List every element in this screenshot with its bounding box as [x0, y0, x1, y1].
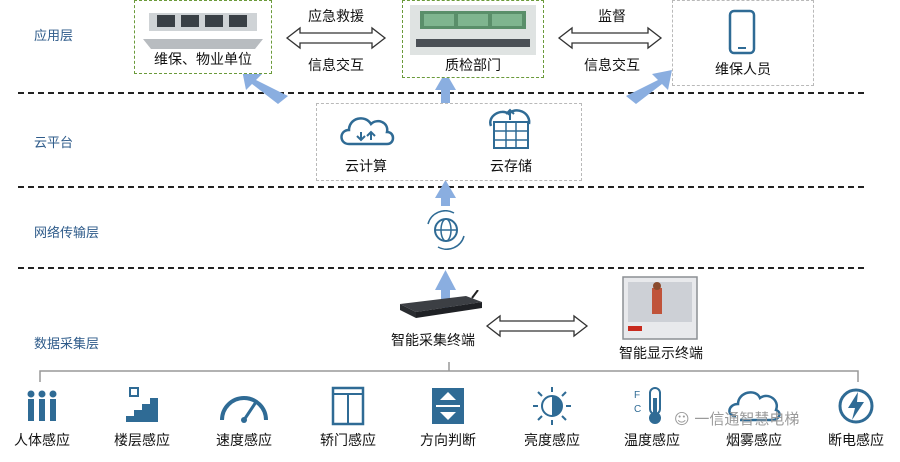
quality-dept-label: 质检部门: [445, 58, 501, 74]
sensor-label: 人体感应: [14, 433, 70, 449]
double-arrow-collection: [485, 314, 589, 338]
network-globe-icon: [427, 210, 465, 250]
svg-text:F: F: [634, 390, 640, 401]
elevator-door-icon: [331, 386, 365, 426]
sensor-label: 轿门感应: [320, 433, 376, 449]
sensor-label: 温度感应: [624, 433, 680, 449]
sensor-bracket: [39, 362, 859, 382]
maintenance-unit-label: 维保、物业单位: [154, 52, 252, 68]
cloud-compute-icon: [340, 117, 395, 146]
layer-label-collection: 数据采集层: [34, 337, 100, 352]
thermometer-icon: F C: [634, 387, 661, 424]
display-terminal-image: [622, 276, 698, 340]
link-label-rescue: 应急救援: [308, 9, 364, 25]
watermark-text: 一信通智慧电梯: [694, 410, 800, 428]
control-room-image: [143, 13, 263, 49]
maintenance-staff-label: 维保人员: [715, 62, 771, 78]
cloud-compute-label: 云计算: [345, 159, 387, 175]
cloud-platform-box: 云计算 云存储: [316, 103, 582, 181]
cloud-storage-label: 云存储: [490, 159, 532, 175]
sensor-smoke: 烟雾感应: [712, 386, 796, 450]
smoke-icon: [728, 391, 781, 422]
layer-divider: [18, 186, 864, 188]
sensor-power-off: 断电感应: [814, 386, 898, 450]
link-label-info-left: 信息交互: [308, 58, 364, 74]
layer-label-network: 网络传输层: [34, 226, 100, 241]
collection-terminal-label: 智能采集终端: [391, 333, 475, 349]
cloud-storage-icon: [489, 108, 531, 149]
sensor-label: 烟雾感应: [726, 433, 782, 449]
diagonal-arrow-right: [626, 70, 672, 104]
layer-label-application: 应用层: [34, 29, 74, 44]
link-label-supervise: 监督: [598, 9, 626, 25]
command-center-image: [410, 5, 536, 55]
stairs-icon: [126, 387, 158, 422]
layer-label-cloud: 云平台: [34, 136, 74, 151]
sensor-people: 人体感应: [0, 386, 84, 450]
phone-icon: [728, 9, 756, 55]
maintenance-unit-box: 维保、物业单位: [134, 0, 272, 74]
sensor-label: 速度感应: [216, 433, 272, 449]
diagonal-arrow-left: [242, 70, 288, 104]
link-label-info-right: 信息交互: [584, 58, 640, 74]
sensor-label: 亮度感应: [524, 433, 580, 449]
layer-divider: [18, 267, 864, 269]
up-arrow: [435, 180, 456, 206]
up-arrow: [435, 72, 456, 104]
speedometer-icon: [220, 396, 268, 423]
sensor-label: 断电感应: [828, 433, 884, 449]
sensor-speed: 速度感应: [202, 386, 286, 450]
sensor-label: 方向判断: [420, 433, 476, 449]
sensor-label: 楼层感应: [114, 433, 170, 449]
sensor-brightness: 亮度感应: [510, 386, 594, 450]
quality-dept-box: 质检部门: [402, 0, 544, 78]
sensor-floor: 楼层感应: [100, 386, 184, 450]
watermark: ☺ 一信通智慧电梯: [674, 408, 799, 429]
display-terminal-label: 智能显示终端: [619, 346, 703, 362]
wechat-icon: ☺: [674, 410, 695, 428]
sensor-car-door: 轿门感应: [306, 386, 390, 450]
svg-text:C: C: [634, 404, 641, 415]
maintenance-staff-box: 维保人员: [672, 0, 814, 86]
direction-icon: [432, 388, 464, 424]
double-arrow-left: [285, 26, 387, 50]
up-arrow: [435, 270, 456, 308]
power-off-icon: [838, 388, 874, 424]
double-arrow-right: [557, 26, 663, 50]
sensor-direction: 方向判断: [406, 386, 490, 450]
people-icon: [27, 390, 57, 421]
brightness-icon: [533, 387, 571, 425]
collection-terminal-image: [400, 290, 482, 318]
sensor-temperature: F C 温度感应: [610, 386, 694, 450]
